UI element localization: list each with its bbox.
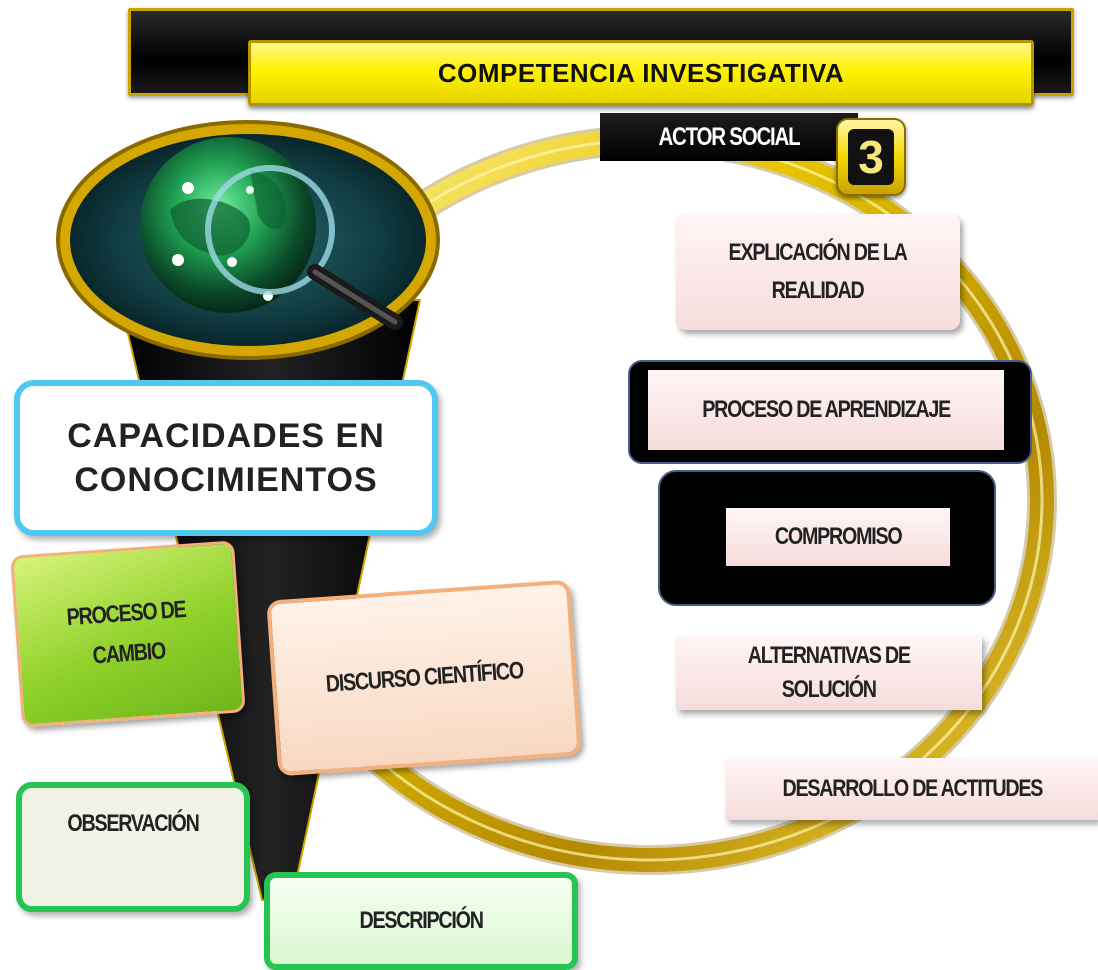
box-observacion: OBSERVACIÓN: [16, 782, 250, 912]
number-badge: 3: [836, 118, 906, 196]
box-compromiso: COMPROMISO: [726, 508, 950, 566]
actor-social-label: ACTOR SOCIAL: [658, 122, 801, 151]
box-alternativas-solucion: ALTERNATIVAS DE SOLUCIÓN: [676, 636, 982, 710]
number-badge-value: 3: [858, 131, 884, 183]
magnifier-globe-icon: [56, 120, 440, 360]
box-discurso-cientifico: DISCURSO CIENTÍFICO: [266, 579, 582, 777]
proceso-aprendizaje-label: PROCESO DE APRENDIZAJE: [702, 396, 951, 423]
number-badge-inner: 3: [848, 129, 894, 185]
observacion-label: OBSERVACIÓN: [67, 810, 199, 837]
page-title: COMPETENCIA INVESTIGATIVA: [437, 57, 845, 88]
box-proceso-cambio: PROCESO DE CAMBIO: [10, 540, 246, 728]
compromiso-label: COMPROMISO: [774, 523, 903, 550]
box-capacidades-conocimientos: CAPACIDADES EN CONOCIMIENTOS: [14, 380, 438, 536]
box-explicacion-realidad: EXPLICACIÓN DE LA REALIDAD: [676, 214, 960, 330]
box-desarrollo-actitudes: DESARROLLO DE ACTITUDES: [726, 758, 1098, 820]
discurso-label: DISCURSO CIENTÍFICO: [324, 657, 524, 698]
header-banner: COMPETENCIA INVESTIGATIVA: [248, 40, 1034, 106]
desarrollo-label: DESARROLLO DE ACTITUDES: [782, 775, 1043, 802]
box-proceso-aprendizaje: PROCESO DE APRENDIZAJE: [648, 370, 1004, 450]
box-descripcion: DESCRIPCIÓN: [264, 872, 578, 970]
proceso-cambio-label: PROCESO DE CAMBIO: [66, 595, 187, 670]
actor-social-tag: ACTOR SOCIAL: [600, 113, 858, 161]
capacidades-label: CAPACIDADES EN CONOCIMIENTOS: [67, 417, 385, 499]
alternativas-label: ALTERNATIVAS DE SOLUCIÓN: [748, 642, 911, 703]
descripcion-label: DESCRIPCIÓN: [359, 907, 483, 934]
explicacion-label: EXPLICACIÓN DE LA REALIDAD: [728, 239, 908, 304]
